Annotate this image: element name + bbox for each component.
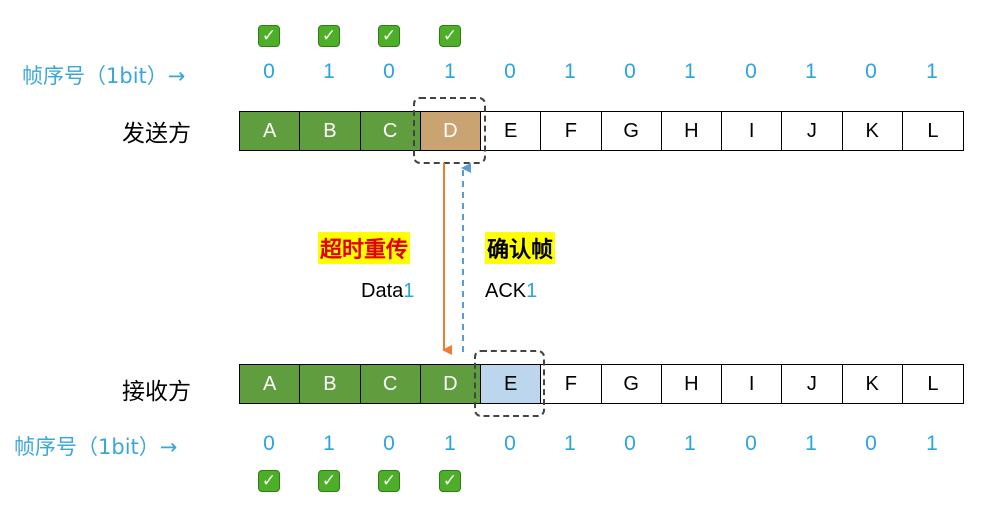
seq-number: 0 (383, 432, 395, 455)
receiver-seq-label: 帧序号（1bit）→ (14, 435, 178, 459)
seq-number: 1 (444, 432, 456, 455)
seq-number: 1 (926, 60, 938, 83)
receiver-frame-g: G (602, 365, 662, 403)
sender-frame-j: J (782, 112, 843, 150)
receiver-frame-c: C (360, 365, 421, 403)
seq-number: 1 (564, 60, 576, 83)
check-icon: ✓ (258, 25, 280, 47)
receiver-frame-j: J (782, 365, 843, 403)
seq-number: 0 (383, 60, 395, 83)
seq-number: 1 (444, 60, 456, 83)
check-icon: ✓ (318, 25, 340, 47)
sender-frame-i: I (722, 112, 783, 150)
ack-message-num: 1 (526, 280, 538, 302)
seq-number: 0 (263, 432, 275, 455)
check-icon: ✓ (439, 25, 461, 47)
seq-number: 0 (624, 432, 636, 455)
receiver-frame-row: A B C D E F G H I J K L (239, 364, 964, 404)
sender-frame-k: K (843, 112, 903, 150)
sender-frame-c: C (360, 112, 421, 150)
check-icon: ✓ (439, 470, 461, 492)
sender-frame-row: A B C D E F G H I J K L (239, 111, 964, 151)
seq-number: 1 (323, 432, 335, 455)
receiver-frame-i: I (722, 365, 783, 403)
sender-seq-label: 帧序号（1bit）→ (22, 64, 186, 88)
receiver-window-highlight (474, 350, 545, 417)
sender-window-highlight (413, 97, 486, 164)
check-icon: ✓ (378, 25, 400, 47)
seq-number: 0 (504, 60, 516, 83)
sender-frame-l: L (927, 119, 939, 142)
check-icon: ✓ (258, 470, 280, 492)
check-icon: ✓ (318, 470, 340, 492)
sender-frame-f: F (541, 112, 602, 150)
sender-frame-b: B (300, 112, 361, 150)
seq-number: 0 (745, 432, 757, 455)
sender-frame-a: A (240, 112, 301, 150)
receiver-frame-h: H (662, 365, 722, 403)
timeout-retransmit-tag: 超时重传 (318, 232, 411, 264)
sender-frame-g: G (602, 112, 662, 150)
data-message: Data1 (361, 280, 414, 303)
seq-number: 0 (865, 432, 877, 455)
seq-number: 0 (624, 60, 636, 83)
sender-frame-d: D (420, 112, 481, 150)
seq-number: 0 (504, 432, 516, 455)
receiver-frame-b: B (300, 365, 361, 403)
receiver-frame-a: A (240, 365, 301, 403)
sender-label: 发送方 (122, 121, 191, 147)
seq-number: 1 (323, 60, 335, 83)
data-message-prefix: Data (361, 280, 404, 302)
ack-frame-tag: 确认帧 (485, 232, 556, 264)
receiver-frame-e: E (481, 365, 542, 403)
receiver-frame-k: K (843, 365, 903, 403)
receiver-frame-f: F (541, 365, 602, 403)
seq-number: 1 (805, 60, 817, 83)
seq-number: 1 (564, 432, 576, 455)
seq-number: 1 (684, 60, 696, 83)
ack-message-prefix: ACK (485, 280, 527, 302)
sender-frame-e: E (481, 112, 542, 150)
receiver-frame-d: D (420, 365, 481, 403)
seq-number: 1 (684, 432, 696, 455)
seq-number: 1 (926, 432, 938, 455)
receiver-label: 接收方 (122, 379, 191, 405)
seq-number: 1 (805, 432, 817, 455)
seq-number: 0 (745, 60, 757, 83)
receiver-frame-l: L (927, 372, 939, 395)
sender-frame-h: H (662, 112, 722, 150)
seq-number: 0 (263, 60, 275, 83)
seq-number: 0 (865, 60, 877, 83)
check-icon: ✓ (378, 470, 400, 492)
ack-message: ACK1 (485, 280, 537, 303)
data-message-num: 1 (403, 280, 415, 302)
